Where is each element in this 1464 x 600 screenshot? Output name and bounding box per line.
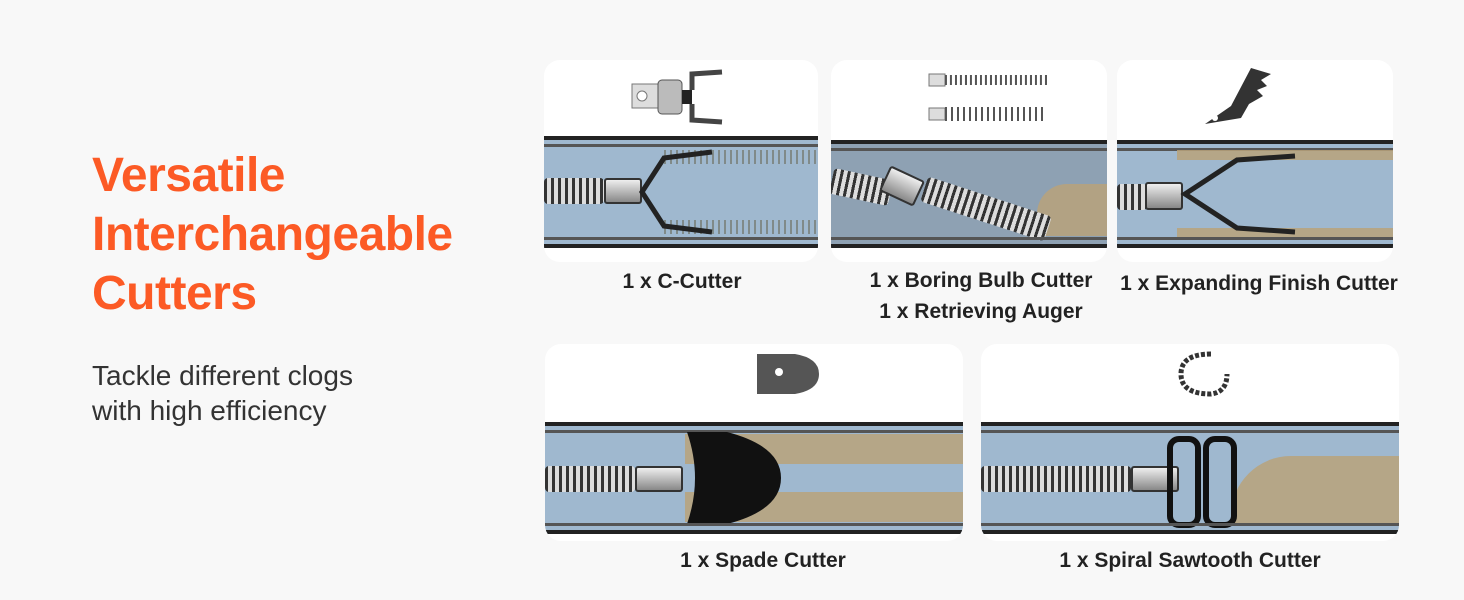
spiral-sawtooth-icon (1178, 351, 1230, 397)
spiral-sawtooth-card (981, 344, 1399, 541)
subtitle-line: Tackle different clogs (92, 360, 353, 391)
c-cutter-card (544, 60, 818, 262)
expanding-finish-card (1117, 60, 1393, 262)
cutter-label: 1 x Spiral Sawtooth Cutter (1059, 549, 1321, 572)
subtitle: Tackle different clogs with high efficie… (92, 358, 353, 428)
title-line: Interchangeable (92, 208, 453, 261)
boring-bulb-card (831, 60, 1107, 262)
cutter-label: 1 x C-Cutter (622, 270, 742, 293)
pipe-illustration (831, 140, 1107, 248)
pipe-illustration (545, 422, 963, 534)
subtitle-line: with high efficiency (92, 395, 327, 426)
expanding-cutter-icon (1205, 68, 1271, 124)
cutter-label: 1 x Expanding Finish Cutter (1120, 272, 1398, 295)
pipe-illustration (1117, 140, 1393, 248)
cutter-label: 1 x Boring Bulb Cutter (869, 269, 1093, 292)
pipe-illustration (981, 422, 1399, 534)
cutter-label: 1 x Spade Cutter (680, 549, 846, 572)
c-cutter-icon (631, 69, 723, 125)
title-line: Versatile (92, 149, 285, 202)
spade-cutter-card (545, 344, 963, 541)
page-title: Versatile Interchangeable Cutters (92, 146, 453, 323)
spade-cutter-icon (757, 354, 819, 394)
pipe-illustration (544, 136, 818, 248)
auger-icon (928, 73, 1047, 121)
title-line: Cutters (92, 267, 257, 320)
cutter-label: 1 x Retrieving Auger (879, 300, 1083, 323)
